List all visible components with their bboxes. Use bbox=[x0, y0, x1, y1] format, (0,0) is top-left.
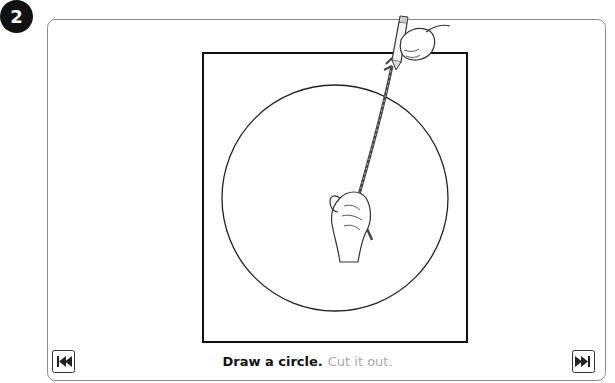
step-number-badge: 2 bbox=[0, 0, 33, 33]
next-button bbox=[573, 351, 595, 373]
step-number: 2 bbox=[10, 8, 23, 26]
step-caption: Draw a circle. Cut it out. bbox=[0, 353, 615, 371]
slide-frame bbox=[48, 20, 606, 381]
pencil-hand bbox=[392, 16, 450, 70]
previous-button bbox=[53, 351, 75, 373]
paper-square bbox=[203, 53, 467, 342]
next-step-text: Cut it out. bbox=[328, 354, 393, 369]
holding-hand bbox=[330, 192, 371, 262]
drawn-circle bbox=[222, 85, 448, 311]
current-step-text: Draw a circle. bbox=[222, 354, 322, 369]
